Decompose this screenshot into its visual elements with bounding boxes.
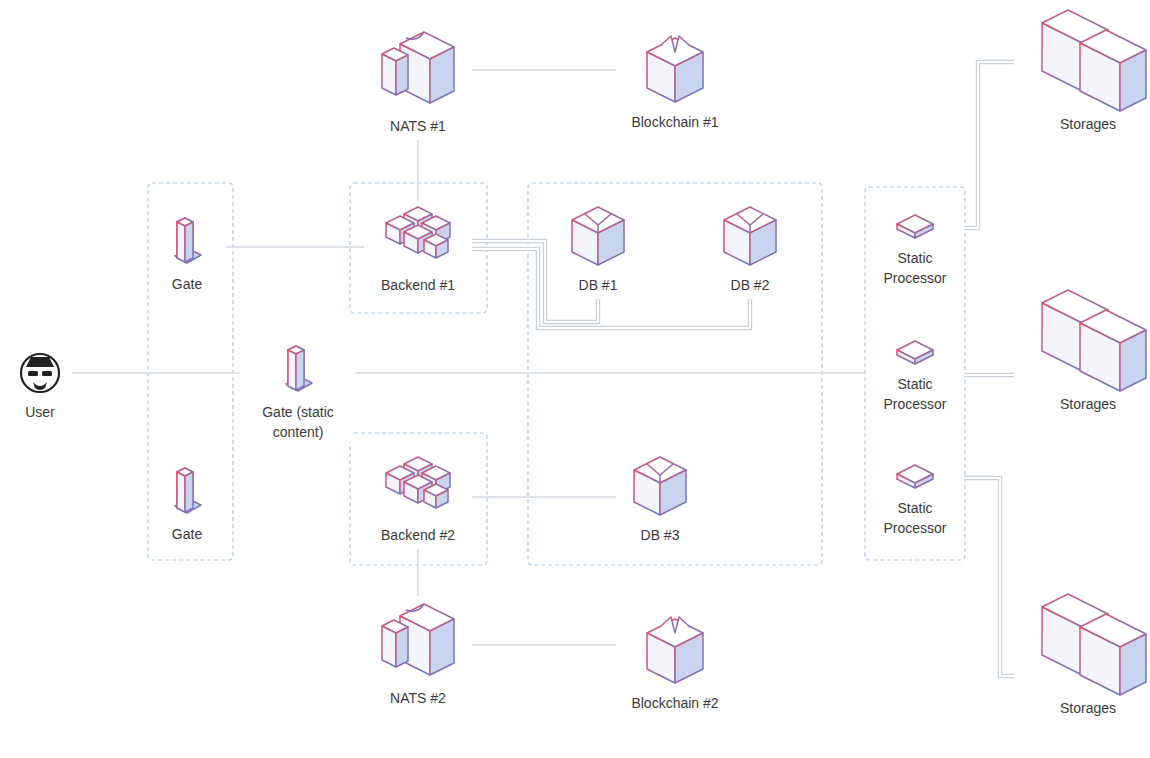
user-icon	[19, 352, 61, 394]
backend-icon	[380, 205, 456, 267]
gate-icon	[167, 458, 207, 516]
node-label: Gate	[170, 274, 204, 294]
sp-icon	[892, 462, 938, 490]
connector-line	[417, 140, 419, 201]
connector-line	[472, 249, 750, 328]
connector	[472, 645, 616, 646]
connector-line	[472, 644, 616, 646]
connector-line	[417, 549, 419, 596]
connector	[418, 140, 419, 201]
component-node: NATS #1	[368, 28, 468, 136]
db-icon	[566, 205, 630, 267]
component-node: Static Processor	[870, 462, 960, 538]
component-node: Storages	[1018, 592, 1150, 718]
connector	[964, 62, 1014, 228]
connector	[472, 70, 616, 71]
component-node: User	[12, 352, 68, 422]
connector	[226, 247, 364, 248]
node-label: Backend #1	[379, 275, 457, 295]
db-icon	[628, 455, 692, 517]
component-node: Gate	[152, 208, 222, 294]
storage-icon	[1023, 8, 1150, 106]
gate-icon	[167, 208, 207, 266]
node-label: Gate (static content)	[244, 402, 352, 442]
connector-line	[964, 374, 1014, 376]
node-label: Static Processor	[870, 374, 960, 414]
component-node: DB #1	[558, 205, 638, 295]
chain-icon	[640, 615, 710, 685]
nats-icon	[373, 600, 463, 680]
component-node: Storages	[1018, 8, 1150, 134]
node-label: Static Processor	[870, 248, 960, 288]
component-node: Gate	[152, 458, 222, 544]
node-label: User	[23, 402, 57, 422]
connector	[472, 497, 616, 498]
connector-line	[72, 372, 240, 374]
backend-group	[350, 433, 487, 565]
db-group	[528, 183, 822, 565]
connector	[472, 249, 750, 328]
connector	[964, 375, 1014, 376]
connector-line	[472, 249, 750, 328]
nats-icon	[373, 28, 463, 108]
connector-line	[356, 372, 866, 374]
sp-icon	[892, 212, 938, 240]
component-node: Blockchain #2	[620, 615, 730, 713]
node-label: Storages	[1058, 394, 1118, 414]
node-label: Blockchain #2	[629, 693, 720, 713]
connector	[964, 478, 1014, 676]
node-label: Backend #2	[379, 525, 457, 545]
component-node: Backend #2	[368, 455, 468, 545]
connector-line	[964, 373, 1014, 378]
storage-icon	[1023, 288, 1150, 386]
node-label: DB #3	[639, 525, 682, 545]
component-node: Storages	[1018, 288, 1150, 414]
component-node: Gate (static content)	[244, 336, 352, 442]
component-node: Backend #1	[368, 205, 468, 295]
storage-icon	[1023, 592, 1150, 690]
node-label: Gate	[170, 524, 204, 544]
node-label: NATS #2	[388, 688, 448, 708]
processor-group	[865, 187, 965, 560]
node-label: DB #1	[577, 275, 620, 295]
component-node: DB #2	[710, 205, 790, 295]
connector-line	[964, 478, 1014, 676]
component-node: NATS #2	[368, 600, 468, 708]
component-node: Static Processor	[870, 212, 960, 288]
backend-icon	[380, 455, 456, 517]
node-label: Blockchain #1	[629, 112, 720, 132]
gate-icon	[278, 336, 318, 394]
connector	[418, 549, 419, 596]
component-node: DB #3	[620, 455, 700, 545]
node-label: Storages	[1058, 114, 1118, 134]
connector-line	[964, 478, 1014, 676]
backend-group	[350, 183, 487, 313]
node-label: NATS #1	[388, 116, 448, 136]
connector-line	[472, 496, 616, 498]
connector	[356, 373, 866, 374]
gate-group	[148, 183, 233, 560]
node-label: Static Processor	[870, 498, 960, 538]
connector-line	[964, 62, 1014, 228]
connector-line	[226, 246, 364, 248]
node-label: DB #2	[729, 275, 772, 295]
component-node: Static Processor	[870, 338, 960, 414]
db-icon	[718, 205, 782, 267]
component-node: Blockchain #1	[620, 34, 730, 132]
connector-line	[472, 69, 616, 71]
sp-icon	[892, 338, 938, 366]
connector	[72, 373, 240, 374]
chain-icon	[640, 34, 710, 104]
node-label: Storages	[1058, 698, 1118, 718]
connector-line	[964, 62, 1014, 228]
